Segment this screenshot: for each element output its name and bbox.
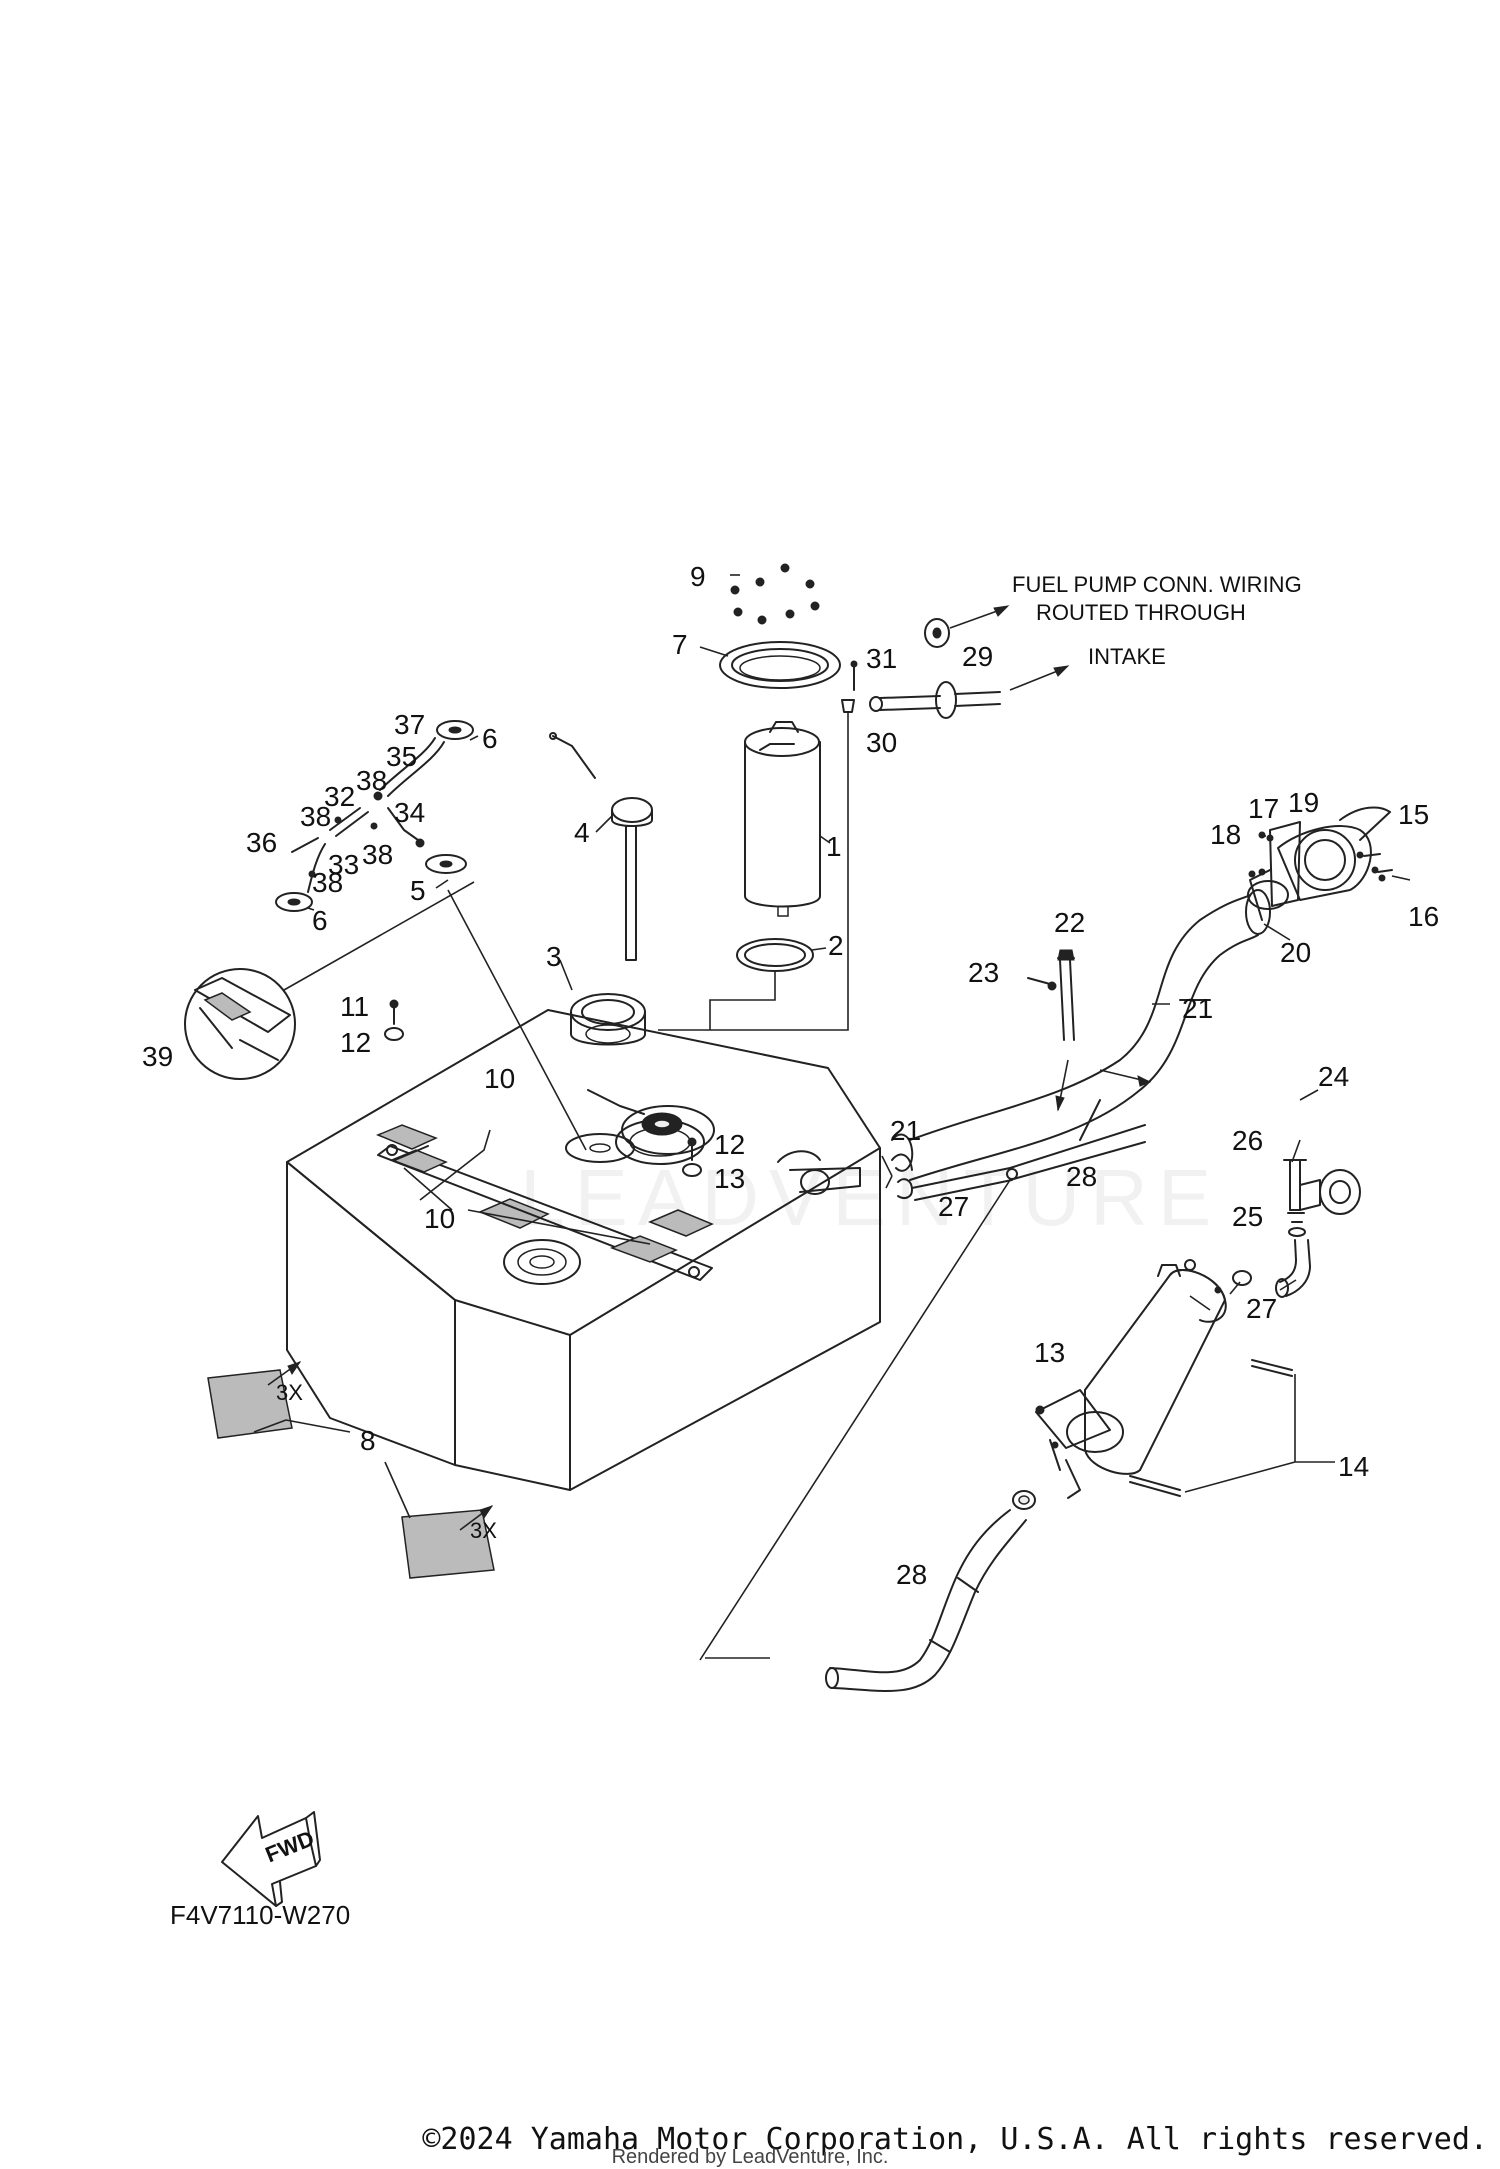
hose-28-long: [825, 1509, 1027, 1692]
watermark-text: LEADVENTURE: [520, 1153, 1221, 1242]
bolt-nut-center: [682, 1137, 702, 1177]
callout-35: 34: [394, 797, 425, 828]
callout-30: 29: [962, 641, 993, 672]
callout-21-upper: 20: [1280, 937, 1311, 968]
callout-37: 36: [246, 827, 277, 858]
callout-24: 23: [968, 957, 999, 988]
clamp-27-lower: [1232, 1270, 1252, 1286]
vent-hose-group: [275, 720, 474, 912]
screw-24: [1027, 977, 1057, 991]
callout-17: 16: [1408, 901, 1439, 932]
callout-8: 9: [690, 561, 706, 592]
callout-38-c: 38: [300, 801, 331, 832]
hose-29: [1009, 1124, 1146, 1181]
leader-lines: [253, 574, 1411, 1433]
callout-13-left: 12: [340, 1027, 371, 1058]
callout-12-center: 12: [714, 1129, 745, 1160]
callout-7: 7: [672, 629, 688, 660]
callout-28-upper: 27: [938, 1191, 969, 1222]
hose-28-short: [911, 1167, 1018, 1201]
intake-pipe: [869, 665, 1070, 719]
callout-38-b: 38: [356, 765, 387, 796]
fuel-filter-14: [1035, 1259, 1227, 1499]
wiring-note-line2: ROUTED THROUGH: [1036, 600, 1246, 625]
rendered-by-notice: Rendered by LeadVenture, Inc.: [611, 2146, 889, 2168]
fwd-arrow-icon: FWD: [221, 1811, 321, 1907]
callout-39: 39: [142, 1041, 173, 1072]
callout-10: 10: [424, 1203, 455, 1234]
callout-13-center: 13: [714, 1163, 745, 1194]
callout-14: 13: [1034, 1337, 1065, 1368]
callout-26: 25: [1232, 1201, 1263, 1232]
fuel-level-sender: [549, 732, 653, 961]
callout-38-d: 38: [362, 839, 393, 870]
callout-33: 32: [324, 781, 355, 812]
callout-9: 8: [360, 1425, 376, 1456]
bolts-15: [1129, 1359, 1335, 1497]
fuel-tank: [286, 1009, 881, 1491]
callout-29: 28: [1066, 1161, 1097, 1192]
callout-20: 19: [1288, 787, 1319, 818]
callout-3: 3: [546, 941, 562, 972]
callout-38-a: 37: [394, 709, 425, 740]
callout-16: 15: [1398, 799, 1429, 830]
callout-25: 24: [1318, 1061, 1349, 1092]
callout-31: 30: [866, 727, 897, 758]
wiring-note-line1: FUEL PUMP CONN. WIRING: [1012, 572, 1302, 597]
callout-38-e: 38: [312, 867, 343, 898]
callout-22: 21: [1182, 993, 1213, 1024]
callout-32: 31: [866, 643, 897, 674]
callout-21-lower: 21: [890, 1115, 921, 1146]
band-23: [1055, 949, 1075, 1112]
callout-28-lower: 28: [896, 1559, 927, 1590]
callout-11: 10: [484, 1063, 515, 1094]
callout-36: 35: [386, 741, 417, 772]
plate-5: [565, 1133, 635, 1163]
callout-27-upper: 26: [1232, 1125, 1263, 1156]
callout-19: 18: [1210, 819, 1241, 850]
drawing-code: F4V7110-W270: [170, 1900, 350, 1930]
callout-12-left: 11: [340, 991, 369, 1022]
sender-on-tank: [587, 1089, 683, 1136]
callout-6-upper: 6: [482, 723, 498, 754]
pad-qty-label-b: 3X: [470, 1518, 497, 1543]
floor-pads: 3X 3X: [207, 1361, 497, 1579]
clamp-27-filter: [1012, 1490, 1036, 1510]
bolts-8: [730, 563, 820, 625]
callout-23: 22: [1054, 907, 1085, 938]
callout-18: 17: [1248, 793, 1279, 824]
callout-6-lower: 6: [312, 905, 328, 936]
fitting-31-32: [658, 660, 858, 1031]
filler-neck-assembly: [1247, 806, 1393, 921]
callout-1: 1: [826, 831, 842, 862]
callout-5: 5: [410, 875, 426, 906]
guide-line: [699, 1179, 1011, 1661]
fwd-label: FWD: [262, 1825, 318, 1867]
callout-4: 4: [574, 817, 590, 848]
callout-2: 2: [828, 930, 844, 961]
callout-numbers: 9 7 1 2 3 4 5 6 6 8 10 10 11 12 12 13 13…: [142, 561, 1439, 1590]
cap-3: [570, 993, 646, 1046]
filter-fitting-25: [1283, 1159, 1361, 1237]
clamps-21-lower: [891, 1133, 914, 1199]
bolt-nut-left: [384, 999, 404, 1041]
hose-26: [1275, 1239, 1311, 1298]
filler-hose-22: [909, 889, 1271, 1181]
inset-detail-39: [184, 881, 475, 1080]
fuel-pump-assembly: [621, 563, 841, 1155]
callout-27-lower: 27: [1246, 1293, 1277, 1324]
pad-qty-label-a: 3X: [276, 1380, 303, 1405]
grommet-30-upper: [924, 605, 1010, 648]
callout-15: 14: [1338, 1451, 1369, 1482]
intake-note: INTAKE: [1088, 644, 1166, 669]
copyright-notice: ©2024 Yamaha Motor Corporation, U.S.A. A…: [422, 2122, 1488, 2157]
callout-34: 33: [328, 849, 359, 880]
